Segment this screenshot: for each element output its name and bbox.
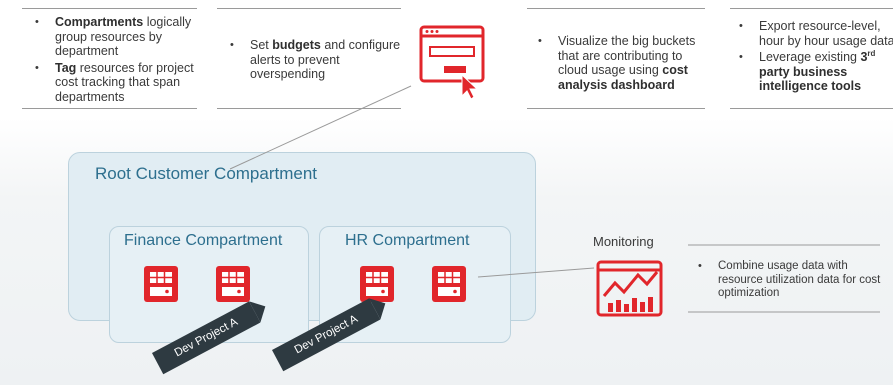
database-icon bbox=[144, 266, 178, 302]
column-list: Compartments logically group resources b… bbox=[29, 15, 209, 104]
bullet-text: 3 bbox=[860, 50, 868, 64]
column-bullet: Leverage existing 3rd party business int… bbox=[733, 48, 893, 94]
column-list: Set budgets and configure alerts to prev… bbox=[224, 38, 404, 82]
column-bullet: Set budgets and configure alerts to prev… bbox=[224, 38, 404, 82]
column-list: Visualize the big buckets that are contr… bbox=[532, 34, 712, 92]
bullet-text: and configure alerts to prevent overspen… bbox=[250, 38, 401, 81]
column-rule-bottom bbox=[22, 108, 197, 109]
column-bullet: Export resource-level, hour by hour usag… bbox=[733, 19, 893, 48]
monitoring-connector-line bbox=[477, 267, 595, 278]
database-icon bbox=[360, 266, 394, 302]
bullet-text: Tag bbox=[55, 60, 77, 75]
browser-budget-icon bbox=[419, 25, 485, 100]
bullet-text: party business intelligence tools bbox=[759, 64, 862, 94]
column-rule-bottom bbox=[527, 108, 705, 109]
bullet-text: rd bbox=[867, 48, 876, 58]
column-rule-bottom bbox=[217, 108, 401, 109]
column-bullet: Visualize the big buckets that are contr… bbox=[532, 34, 712, 92]
column-rule-top bbox=[527, 8, 705, 9]
bullet-text: Set bbox=[250, 38, 273, 52]
bullet-text: Export resource-level, hour by hour usag… bbox=[759, 19, 893, 48]
column-cost-analysis: Visualize the big buckets that are contr… bbox=[532, 34, 712, 94]
column-rule-top bbox=[22, 8, 197, 9]
database-icon bbox=[216, 266, 250, 302]
column-bullet: Compartments logically group resources b… bbox=[29, 15, 209, 59]
bullet-text: Compartments bbox=[55, 15, 144, 29]
column-list: Export resource-level, hour by hour usag… bbox=[733, 19, 893, 94]
monitoring-list: Combine usage data with resource utiliza… bbox=[692, 260, 882, 301]
column-export: Export resource-level, hour by hour usag… bbox=[733, 19, 893, 96]
bullet-text: cost analysis dashboard bbox=[558, 63, 688, 92]
finance-compartment-title: Finance Compartment bbox=[124, 232, 283, 249]
bullet-text: Visualize the big buckets that are contr… bbox=[558, 34, 696, 77]
hr-compartment-title: HR Compartment bbox=[345, 232, 470, 249]
column-rule-top bbox=[217, 8, 401, 9]
column-compartments: Compartments logically group resources b… bbox=[29, 15, 209, 106]
bullet-text: logically group resources by department bbox=[55, 15, 192, 58]
column-rule-top bbox=[730, 8, 893, 9]
column-rule-bottom bbox=[730, 108, 893, 109]
bullet-text: Leverage existing bbox=[759, 50, 861, 64]
database-icon bbox=[432, 266, 466, 302]
column-budgets: Set budgets and configure alerts to prev… bbox=[224, 38, 404, 84]
monitoring-label: Monitoring bbox=[593, 234, 654, 249]
monitoring-chart-icon bbox=[596, 260, 663, 317]
budget-connector-line bbox=[229, 85, 412, 170]
column-bullet: Tag resources for project cost tracking … bbox=[29, 61, 209, 105]
monitoring-description: Combine usage data with resource utiliza… bbox=[692, 260, 882, 303]
bullet-text: resources for project cost tracking that… bbox=[55, 60, 194, 104]
bullet-text: budgets bbox=[272, 38, 321, 52]
root-compartment-title: Root Customer Compartment bbox=[95, 164, 318, 183]
monitoring-bullet: Combine usage data with resource utiliza… bbox=[692, 260, 882, 301]
